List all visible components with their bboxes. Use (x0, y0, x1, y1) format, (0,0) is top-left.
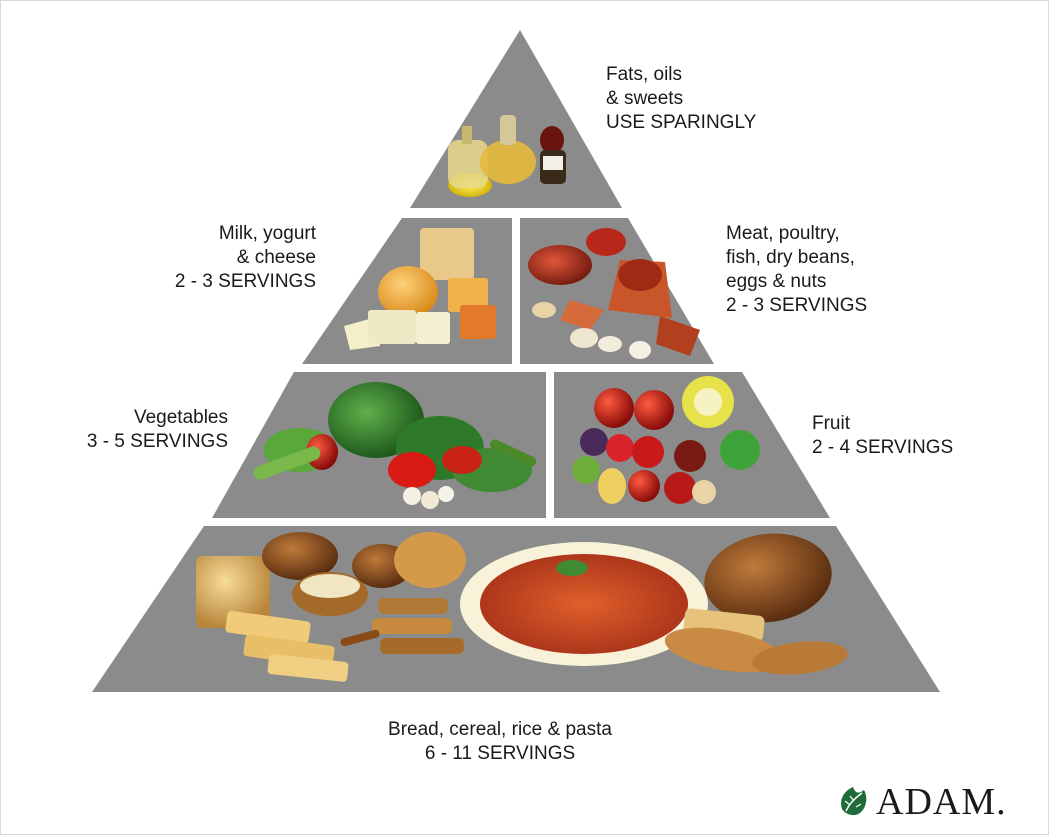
label-line: eggs & nuts (726, 271, 827, 292)
label-line: 2 - 3 SERVINGS (726, 295, 868, 316)
label-line: & cheese (236, 247, 316, 268)
label-bread-cereal-rice-pasta: Bread, cereal, rice & pasta 6 - 11 SERVI… (300, 718, 700, 766)
label-line: 3 - 5 SERVINGS (86, 431, 228, 452)
grains-illustration (196, 532, 848, 682)
label-line: Milk, yogurt (218, 223, 316, 244)
label-line: Bread, cereal, rice & pasta (388, 719, 612, 740)
fruit-illustration (572, 376, 760, 504)
label-line: USE SPARINGLY (606, 112, 757, 133)
adam-logo: ADAM. (836, 781, 1007, 823)
label-line: 2 - 3 SERVINGS (174, 271, 316, 292)
label-vegetables: Vegetables 3 - 5 SERVINGS (40, 406, 228, 454)
dairy-illustration (344, 228, 496, 350)
label-line: Fruit (812, 413, 850, 434)
leaf-icon (841, 787, 867, 816)
label-line: 6 - 11 SERVINGS (424, 743, 576, 764)
label-line: 2 - 4 SERVINGS (812, 437, 954, 458)
label-milk-yogurt-cheese: Milk, yogurt & cheese 2 - 3 SERVINGS (150, 222, 316, 294)
label-fats-oils-sweets: Fats, oils & sweets USE SPARINGLY (606, 63, 756, 135)
label-line: Vegetables (133, 407, 228, 428)
label-fruit: Fruit 2 - 4 SERVINGS (812, 412, 953, 460)
label-meat-poultry-fish: Meat, poultry, fish, dry beans, eggs & n… (726, 222, 867, 318)
label-line: fish, dry beans, (726, 247, 855, 268)
label-line: Fats, oils (606, 64, 683, 85)
vegetables-illustration (253, 382, 537, 509)
label-line: Meat, poultry, (726, 223, 840, 244)
protein-illustration (528, 228, 700, 359)
logo-text: ADAM. (876, 781, 1007, 823)
fats-oils-sweets-illustration (448, 115, 566, 197)
label-line: & sweets (606, 88, 684, 109)
